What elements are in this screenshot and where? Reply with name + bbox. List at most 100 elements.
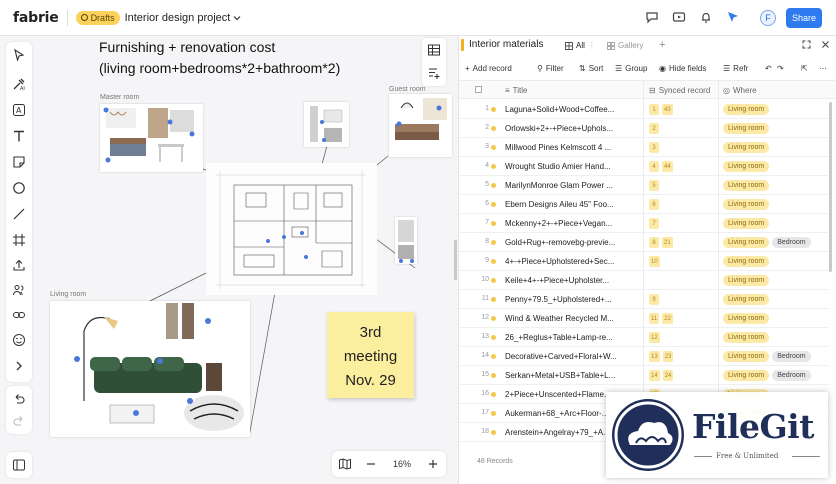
chat-icon[interactable] bbox=[645, 10, 659, 24]
cell-where[interactable]: Living room bbox=[723, 275, 770, 286]
redo-table-icon[interactable]: ↷ bbox=[777, 63, 784, 73]
cell-synced[interactable]: 3 bbox=[649, 142, 659, 153]
cell-title[interactable]: Ebern Designs Aileu 45" Foo... bbox=[505, 200, 614, 209]
cell-title[interactable]: Millwood Pines Kelmscott 4 ... bbox=[505, 143, 612, 152]
view-gallery-tab[interactable]: Gallery bbox=[607, 41, 643, 50]
table-icon[interactable] bbox=[425, 41, 443, 59]
cell-where[interactable]: Living room bbox=[723, 199, 770, 210]
zoom-out-button[interactable] bbox=[358, 451, 384, 477]
cell-synced[interactable]: 9 bbox=[649, 294, 659, 305]
zoom-in-button[interactable] bbox=[420, 451, 446, 477]
redo-icon[interactable] bbox=[10, 412, 28, 430]
synced-chip[interactable]: 14 bbox=[649, 370, 660, 381]
view-menu-icon[interactable]: ⋮ bbox=[587, 41, 596, 50]
cell-where[interactable]: Living room bbox=[723, 256, 770, 267]
group-button[interactable]: ☰Group bbox=[615, 64, 647, 73]
synced-chip[interactable]: 23 bbox=[662, 351, 674, 362]
cell-title[interactable]: Wind & Weather Recycled M... bbox=[505, 314, 614, 323]
filter-button[interactable]: ⚲Filter bbox=[537, 64, 564, 73]
close-icon[interactable] bbox=[821, 40, 830, 49]
synced-chip[interactable]: 10 bbox=[649, 256, 660, 267]
sticky-note-icon[interactable] bbox=[10, 153, 28, 171]
project-title[interactable]: Interior design project bbox=[125, 12, 242, 24]
upload-icon[interactable] bbox=[10, 256, 28, 274]
undo-table-icon[interactable]: ↶ bbox=[765, 63, 772, 73]
text-icon[interactable] bbox=[10, 127, 28, 145]
cell-where[interactable]: Living room bbox=[723, 313, 770, 324]
cell-synced[interactable]: 6 bbox=[649, 199, 659, 210]
synced-chip[interactable]: 43 bbox=[662, 104, 673, 115]
cell-synced[interactable]: 2 bbox=[649, 123, 659, 134]
synced-chip[interactable]: 7 bbox=[649, 218, 659, 229]
emoji-icon[interactable] bbox=[10, 331, 28, 349]
share-button[interactable]: Share bbox=[786, 8, 822, 28]
bathroom-board-1[interactable] bbox=[304, 102, 349, 147]
add-record-button[interactable]: +Add record bbox=[465, 64, 512, 73]
expand-icon[interactable] bbox=[802, 40, 811, 49]
cell-title[interactable]: Gold+Rug+-removebg-previe... bbox=[505, 238, 616, 247]
cell-title[interactable]: Keile+4+-+Piece+Upholster... bbox=[505, 276, 610, 285]
view-all-tab[interactable]: All ⋮ bbox=[565, 41, 596, 50]
synced-chip[interactable]: 12 bbox=[649, 332, 660, 343]
sort-button[interactable]: ⇅Sort bbox=[579, 64, 603, 73]
app-logo[interactable]: fabrie bbox=[13, 9, 59, 26]
map-icon[interactable] bbox=[332, 451, 358, 477]
ai-brush-icon[interactable]: AI bbox=[10, 75, 28, 93]
cell-where[interactable]: Living room bbox=[723, 104, 770, 115]
cell-title[interactable]: 26_+Reglus+Table+Lamp-re... bbox=[505, 333, 613, 342]
synced-chip[interactable]: 3 bbox=[649, 142, 659, 153]
cell-title[interactable]: Penny+79.5_+Upholstered+... bbox=[505, 295, 612, 304]
cell-title[interactable]: Laguna+Solid+Wood+Coffee... bbox=[505, 105, 615, 114]
column-synced[interactable]: ⊟Synced record bbox=[649, 86, 710, 95]
avatar[interactable]: F bbox=[760, 10, 776, 26]
export-icon[interactable]: ⇱ bbox=[801, 63, 808, 73]
living-room-board[interactable] bbox=[50, 301, 250, 437]
cell-synced[interactable]: 10 bbox=[649, 256, 660, 267]
panel-more-icon[interactable]: ⋯ bbox=[819, 63, 827, 73]
refresh-button[interactable]: ☰Refr bbox=[723, 64, 748, 73]
more-icon[interactable] bbox=[10, 357, 28, 375]
column-title[interactable]: ≡Title bbox=[505, 86, 528, 95]
cell-synced[interactable]: 5 bbox=[649, 180, 659, 191]
whiteboard-canvas[interactable]: Master room bbox=[38, 36, 452, 484]
cell-where[interactable]: Living room bbox=[723, 332, 770, 343]
synced-chip[interactable]: 22 bbox=[662, 313, 673, 324]
cell-synced[interactable]: 7 bbox=[649, 218, 659, 229]
add-list-icon[interactable] bbox=[425, 64, 443, 82]
panel-icon[interactable] bbox=[10, 456, 28, 474]
synced-chip[interactable]: 11 bbox=[649, 313, 660, 324]
cell-title[interactable]: Orlowski+2+-+Piece+Uphols... bbox=[505, 124, 614, 133]
cell-title[interactable]: Arenstein+Angelray+79_+A... bbox=[505, 428, 610, 437]
people-icon[interactable] bbox=[10, 281, 28, 299]
ai-text-icon[interactable]: A bbox=[10, 101, 28, 119]
cell-where[interactable]: Living room bbox=[723, 142, 770, 153]
link-icon[interactable] bbox=[10, 306, 28, 324]
table-scrollbar[interactable] bbox=[829, 102, 832, 272]
sticky-note[interactable]: 3rd meeting Nov. 29 bbox=[327, 312, 414, 398]
cost-heading[interactable]: Furnishing + renovation cost (living roo… bbox=[99, 37, 340, 79]
canvas-scrollbar[interactable] bbox=[454, 240, 457, 280]
cursor-icon[interactable] bbox=[726, 10, 740, 24]
cell-title[interactable]: Decorative+Carved+Floral+W... bbox=[505, 352, 617, 361]
select-all-checkbox[interactable] bbox=[475, 86, 482, 93]
floor-plan[interactable] bbox=[206, 163, 377, 295]
select-icon[interactable] bbox=[10, 46, 28, 64]
cell-where[interactable]: Living room bbox=[723, 123, 770, 134]
synced-chip[interactable]: 13 bbox=[649, 351, 660, 362]
synced-chip[interactable]: 24 bbox=[662, 370, 674, 381]
synced-chip[interactable]: 9 bbox=[649, 294, 659, 305]
cell-title[interactable]: MarilynMonroe Glam Power ... bbox=[505, 181, 614, 190]
